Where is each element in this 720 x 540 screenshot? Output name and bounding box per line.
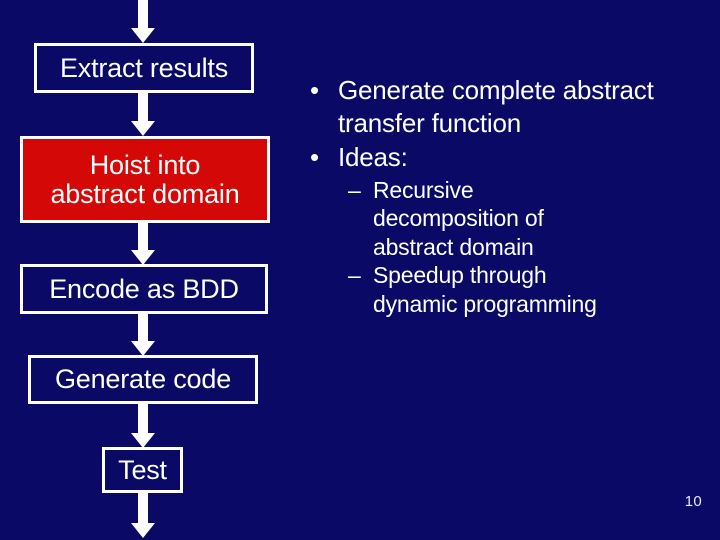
dash-marker-icon: – <box>348 176 361 203</box>
sub-bullet-line-1: Recursive <box>373 176 474 203</box>
bullet-text: Ideas: <box>338 142 408 172</box>
bullet-item-ideas: • Ideas: <box>300 141 700 174</box>
bullet-marker-icon: • <box>310 142 319 172</box>
sub-bullet-line-1: Speedup through <box>373 262 547 289</box>
down-arrow-icon-hoist-to-encode <box>131 221 155 267</box>
down-arrow-icon-into-extract <box>131 0 155 44</box>
arrow-shaft <box>138 402 148 434</box>
flow-step-encode-as-bdd[interactable]: Encode as BDD <box>20 264 268 314</box>
down-arrow-icon-encode-to-generate <box>131 312 155 358</box>
arrow-head <box>131 250 155 265</box>
arrow-head <box>131 341 155 356</box>
flow-step-test[interactable]: Test <box>102 447 183 493</box>
bullet-text: Generate complete abstract transfer func… <box>338 75 654 138</box>
arrow-head <box>131 28 155 43</box>
arrow-shaft <box>138 221 148 251</box>
flow-step-hoist-into-abstract-domain[interactable]: Hoist into abstract domain <box>20 136 270 223</box>
arrow-shaft <box>138 312 148 342</box>
dash-marker-icon: – <box>348 262 361 289</box>
arrow-head <box>131 121 155 136</box>
arrow-head <box>131 523 155 538</box>
page-number: 10 <box>684 493 702 510</box>
arrow-shaft <box>138 0 148 29</box>
sub-bullet-line-2: decomposition of <box>373 205 544 232</box>
arrow-head <box>131 433 155 448</box>
bullet-list: • Generate complete abstract transfer fu… <box>300 74 700 318</box>
sub-bullet-line-2: dynamic programming <box>373 290 597 317</box>
down-arrow-icon-out-of-test <box>131 491 155 540</box>
flow-step-generate-code[interactable]: Generate code <box>28 355 258 404</box>
arrow-shaft <box>138 491 148 524</box>
sub-bullet-item-recursive-decomposition: – Recursive decomposition of abstract do… <box>300 176 700 262</box>
flow-step-extract-results[interactable]: Extract results <box>34 43 254 93</box>
down-arrow-icon-generate-to-test <box>131 402 155 450</box>
down-arrow-icon-extract-to-hoist <box>131 92 155 138</box>
bullet-marker-icon: • <box>310 75 319 105</box>
arrow-shaft <box>138 92 148 122</box>
bullet-item-generate-transfer-function: • Generate complete abstract transfer fu… <box>300 74 700 139</box>
sub-bullet-item-speedup-dynamic-programming: – Speedup through dynamic programming <box>300 261 700 318</box>
sub-bullet-line-3: abstract domain <box>373 233 534 260</box>
